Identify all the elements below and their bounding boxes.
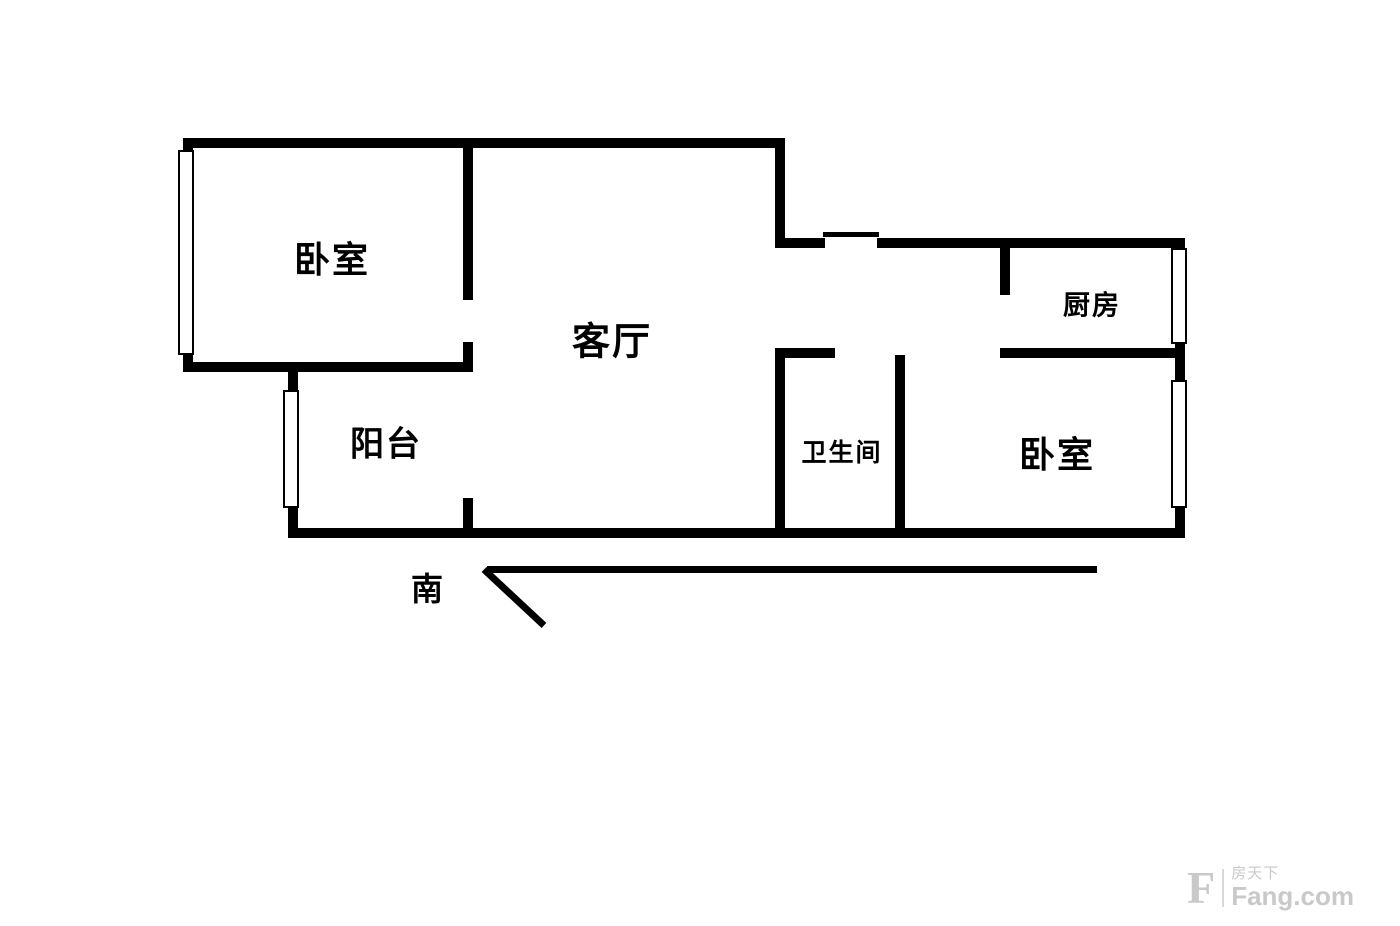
- bathroom-east-wall: [895, 355, 905, 538]
- balcony-living-stub: [463, 498, 473, 538]
- living-room-label: 客厅: [571, 321, 653, 364]
- entry-line: [487, 566, 1097, 573]
- watermark-brand-en: Fang.com: [1231, 881, 1354, 912]
- watermark: F 房天下 Fang.com: [1187, 865, 1354, 912]
- north-wall-left: [183, 138, 785, 148]
- bathroom-label: 卫生间: [801, 440, 883, 467]
- balcony-label: 阳台: [350, 426, 422, 464]
- south-wall: [288, 528, 1185, 538]
- bathroom-west-wall: [775, 348, 785, 538]
- bedroom-1-label: 卧室: [293, 240, 371, 280]
- watermark-divider: [1222, 869, 1225, 908]
- entry-door-leaf: [823, 232, 879, 237]
- north-wall-right-a: [775, 238, 825, 248]
- bedroom-1-living-partition-stub: [463, 342, 473, 372]
- north-wall-right-b: [877, 238, 1185, 248]
- kitchen-south-wall: [1000, 348, 1185, 358]
- bedroom-1-south-wall: [183, 362, 473, 372]
- kitchen-west-stub: [1000, 238, 1010, 295]
- bathroom-north-wall: [775, 348, 835, 358]
- kitchen-window: [1171, 248, 1187, 344]
- bedroom-1-living-partition: [463, 138, 473, 300]
- bedroom-1-window: [178, 150, 194, 355]
- kitchen-label: 厨房: [1063, 290, 1121, 321]
- bedroom-2-window: [1171, 380, 1187, 508]
- living-east-wall-upper: [775, 138, 785, 248]
- fang-logo-icon: F: [1187, 862, 1216, 914]
- orientation-south-label: 南: [410, 571, 446, 607]
- balcony-window: [283, 390, 299, 508]
- watermark-brand-cn: 房天下: [1231, 864, 1280, 882]
- bedroom-2-label: 卧室: [1018, 435, 1096, 475]
- watermark-text: 房天下 Fang.com: [1231, 865, 1354, 912]
- entry-door-swing: [481, 566, 547, 628]
